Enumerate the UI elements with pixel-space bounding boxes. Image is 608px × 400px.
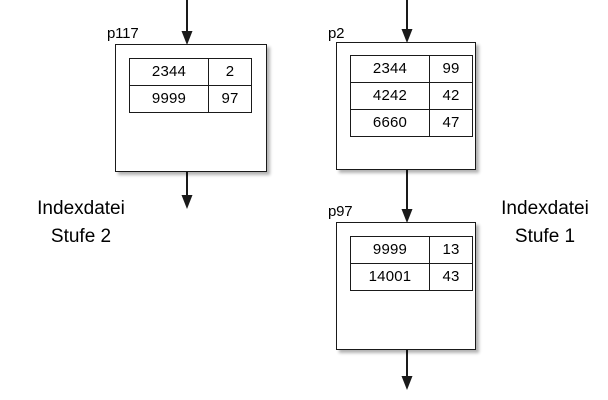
page-label-p2: p2: [328, 25, 345, 42]
arrow-into-p2-icon: [399, 0, 415, 44]
arrow-out-of-p97-icon: [399, 349, 415, 391]
page-label-p117: p117: [107, 25, 139, 42]
pointer-cell: 43: [429, 263, 473, 291]
caption-level-1-line1: Indexdatei: [501, 198, 589, 219]
table-row: 14001 43: [350, 263, 473, 291]
key-cell: 2344: [129, 58, 209, 86]
arrow-out-of-p117-icon: [179, 170, 195, 210]
key-table-p117: 2344 2 9999 97: [129, 58, 252, 113]
table-row: 9999 13: [350, 236, 473, 264]
table-row: 2344 99: [350, 55, 473, 83]
key-cell: 2344: [350, 55, 430, 83]
page-box-p2: 2344 99 4242 42 6660 47: [336, 42, 476, 170]
arrow-p2-to-p97-icon: [399, 169, 415, 224]
pointer-cell: 97: [208, 85, 252, 113]
table-row: 9999 97: [129, 85, 252, 113]
pointer-cell: 99: [429, 55, 473, 83]
page-label-p97: p97: [328, 203, 353, 220]
table-row: 6660 47: [350, 109, 473, 137]
caption-level-2-line2: Stufe 2: [50, 225, 112, 247]
key-cell: 6660: [350, 109, 430, 137]
page-box-p117: 2344 2 9999 97: [115, 44, 267, 172]
pointer-cell: 47: [429, 109, 473, 137]
caption-level-1-line2: Stufe 1: [514, 225, 576, 247]
table-row: 4242 42: [350, 82, 473, 110]
key-cell: 4242: [350, 82, 430, 110]
caption-level-1: Indexdatei Stufe 1: [490, 195, 600, 250]
pointer-cell: 42: [429, 82, 473, 110]
table-row: 2344 2: [129, 58, 252, 86]
caption-level-2: Indexdatei Stufe 2: [16, 195, 146, 250]
caption-level-2-line1: Indexdatei: [37, 198, 125, 219]
key-cell: 9999: [129, 85, 209, 113]
pointer-cell: 2: [208, 58, 252, 86]
key-table-p2: 2344 99 4242 42 6660 47: [350, 55, 473, 137]
arrow-into-p117-icon: [179, 0, 195, 46]
key-cell: 9999: [350, 236, 430, 264]
pointer-cell: 13: [429, 236, 473, 264]
key-table-p97: 9999 13 14001 43: [350, 236, 473, 291]
page-box-p97: 9999 13 14001 43: [336, 222, 476, 350]
key-cell: 14001: [350, 263, 430, 291]
